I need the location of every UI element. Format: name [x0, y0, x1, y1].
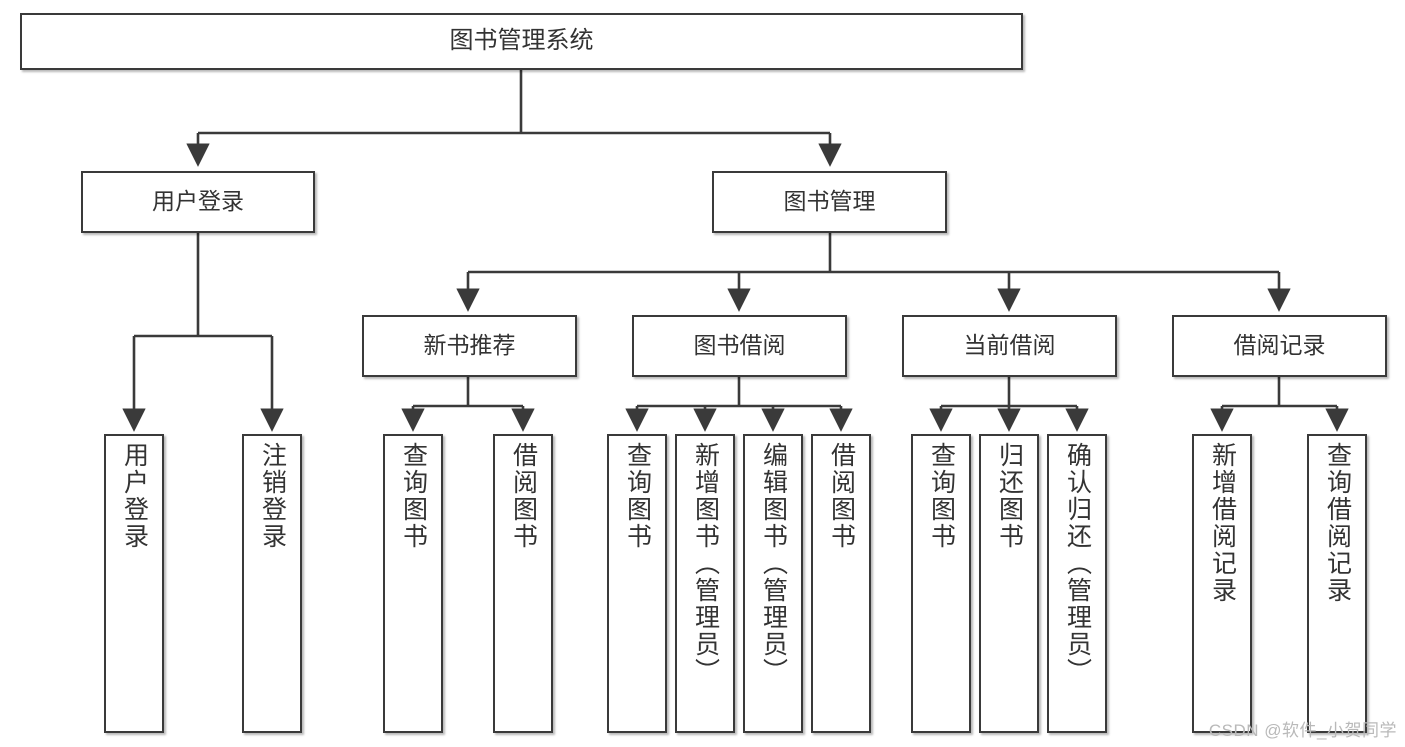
node-leaf-user-logout[interactable]: 注销登录	[242, 434, 302, 733]
node-leaf-add-record[interactable]: 新增借阅记录	[1192, 434, 1252, 733]
node-leaf-borrow-book-1[interactable]: 借阅图书	[493, 434, 553, 733]
node-current-borrow-label: 当前借阅	[963, 332, 1056, 359]
watermark: CSDN @软件_小贺同学	[1208, 721, 1397, 740]
node-leaf-user-login[interactable]: 用户登录	[104, 434, 164, 733]
node-borrow-record-label: 借阅记录	[1233, 332, 1326, 359]
node-leaf-add-book-label: 新增图书（管理员）	[691, 442, 720, 685]
node-book-borrow-label: 图书借阅	[693, 332, 786, 359]
node-leaf-query-book-3-label: 查询图书	[927, 442, 956, 550]
node-leaf-return-book-label: 归还图书	[995, 442, 1024, 550]
node-book-manage-label: 图书管理	[783, 188, 876, 215]
node-borrow-record[interactable]: 借阅记录	[1172, 315, 1387, 377]
node-leaf-query-book-2-label: 查询图书	[623, 442, 652, 550]
node-user-login-label: 用户登录	[152, 188, 244, 215]
node-new-book-recommend[interactable]: 新书推荐	[362, 315, 577, 377]
node-leaf-edit-book[interactable]: 编辑图书（管理员）	[743, 434, 803, 733]
node-root-label: 图书管理系统	[449, 27, 594, 55]
node-new-book-recommend-label: 新书推荐	[423, 332, 516, 359]
node-book-borrow[interactable]: 图书借阅	[632, 315, 847, 377]
node-leaf-query-record[interactable]: 查询借阅记录	[1307, 434, 1367, 733]
node-leaf-borrow-book-2-label: 借阅图书	[827, 442, 856, 550]
node-leaf-confirm-return[interactable]: 确认归还（管理员）	[1047, 434, 1107, 733]
node-leaf-user-login-label: 用户登录	[120, 442, 149, 550]
node-leaf-query-book-1[interactable]: 查询图书	[383, 434, 443, 733]
node-user-login[interactable]: 用户登录	[81, 171, 315, 233]
node-leaf-borrow-book-2[interactable]: 借阅图书	[811, 434, 871, 733]
node-leaf-query-book-1-label: 查询图书	[399, 442, 428, 550]
node-leaf-return-book[interactable]: 归还图书	[979, 434, 1039, 733]
node-leaf-query-record-label: 查询借阅记录	[1323, 442, 1352, 604]
node-leaf-user-logout-label: 注销登录	[258, 442, 287, 550]
node-leaf-add-record-label: 新增借阅记录	[1208, 442, 1237, 604]
node-leaf-borrow-book-1-label: 借阅图书	[509, 442, 538, 550]
node-leaf-confirm-return-label: 确认归还（管理员）	[1063, 442, 1092, 685]
node-current-borrow[interactable]: 当前借阅	[902, 315, 1117, 377]
node-leaf-add-book[interactable]: 新增图书（管理员）	[675, 434, 735, 733]
node-book-manage[interactable]: 图书管理	[712, 171, 947, 233]
node-leaf-query-book-2[interactable]: 查询图书	[607, 434, 667, 733]
node-leaf-query-book-3[interactable]: 查询图书	[911, 434, 971, 733]
node-root[interactable]: 图书管理系统	[20, 13, 1023, 70]
node-leaf-edit-book-label: 编辑图书（管理员）	[759, 442, 788, 685]
